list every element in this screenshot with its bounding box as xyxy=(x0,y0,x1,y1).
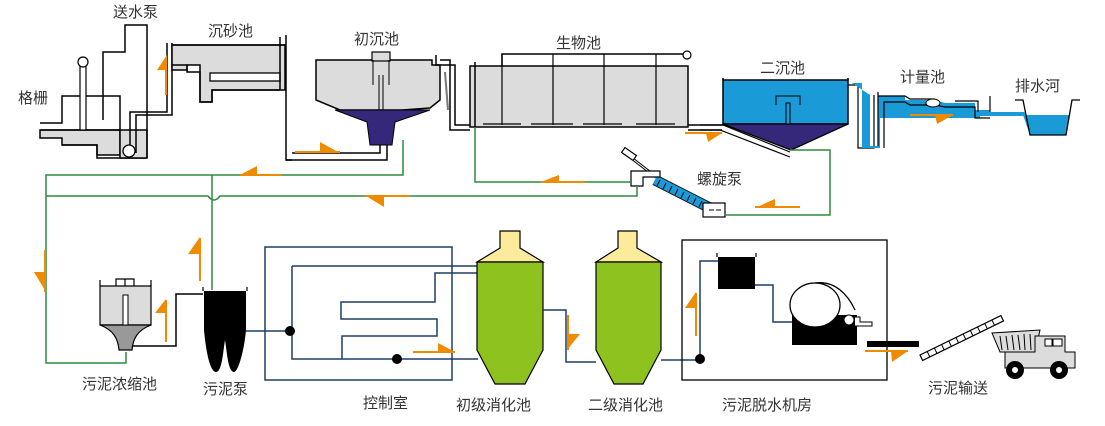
feed-pump xyxy=(102,24,173,159)
screen-rake-icon xyxy=(79,59,87,131)
label-sludge-thickener: 污泥浓缩池 xyxy=(82,375,157,393)
discharge-river xyxy=(989,96,1080,136)
label-primary-digester: 初级消化池 xyxy=(456,396,531,414)
pump-icon xyxy=(122,144,136,158)
label-grit-chamber: 沉砂池 xyxy=(208,22,253,40)
secondary-digester xyxy=(593,230,700,385)
sludge-return-lines xyxy=(34,127,831,364)
label-dewatering-room: 污泥脱水机房 xyxy=(722,396,812,414)
flow-arrow-icon xyxy=(157,55,167,70)
label-secondary-clarifier: 二沉池 xyxy=(760,59,805,77)
screw-pump xyxy=(620,146,726,218)
label-screw-pump: 螺旋泵 xyxy=(697,170,742,188)
label-sludge-pump: 污泥泵 xyxy=(203,380,248,398)
label-metering-tank: 计量池 xyxy=(900,68,945,86)
sludge-thickener xyxy=(99,237,203,351)
dump-truck-icon xyxy=(991,329,1076,379)
primary-clarifier xyxy=(315,51,470,146)
dewatering-room xyxy=(681,239,888,381)
label-secondary-digester: 二级消化池 xyxy=(588,396,663,414)
secondary-clarifier xyxy=(700,78,875,158)
sludge-pump xyxy=(202,287,248,372)
label-discharge-river: 排水河 xyxy=(1015,77,1060,95)
bio-tank xyxy=(469,50,726,142)
label-screen: 格栅 xyxy=(18,89,48,107)
sludge-transport xyxy=(865,314,1005,362)
primary-digester xyxy=(474,230,596,385)
label-sludge-transport: 污泥输送 xyxy=(928,379,988,397)
label-bio-tank: 生物池 xyxy=(556,34,601,52)
metering-tank xyxy=(862,92,990,148)
grit-chamber xyxy=(171,35,388,161)
control-room xyxy=(246,246,478,381)
label-primary-clarifier: 初沉池 xyxy=(354,30,399,48)
label-control-room: 控制室 xyxy=(363,394,408,412)
label-feed-pump: 送水泵 xyxy=(113,3,158,21)
